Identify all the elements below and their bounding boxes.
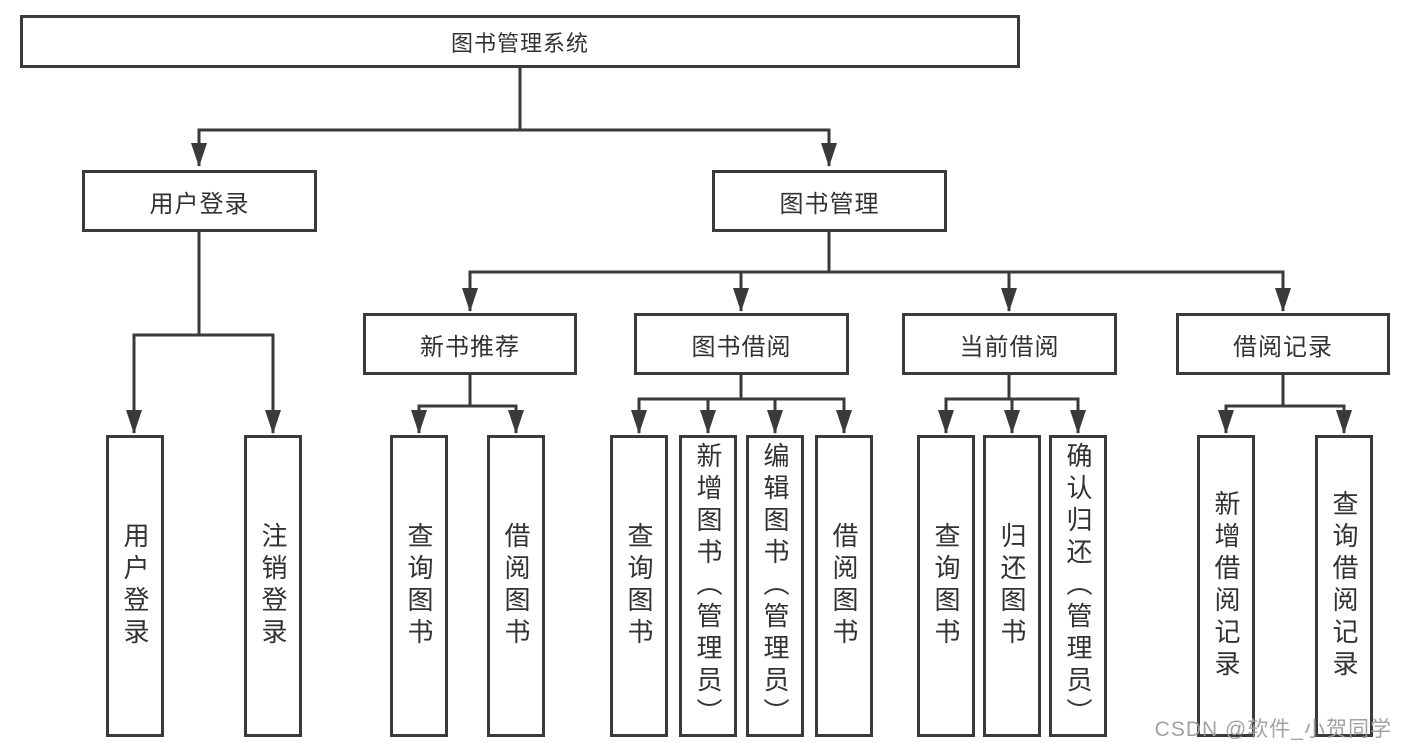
node-label: 新增借阅记录 bbox=[1211, 490, 1241, 682]
node-book-management-group: 图书管理 bbox=[712, 170, 947, 232]
node-label: 查询图书 bbox=[404, 522, 434, 650]
leaf-newrec-query-books: 查询图书 bbox=[390, 435, 448, 737]
node-label: 借阅图书 bbox=[501, 522, 531, 650]
leaf-borrow-edit-books-admin: 编辑图书（管理员） bbox=[746, 435, 804, 737]
leaf-newrec-borrow-books: 借阅图书 bbox=[487, 435, 545, 737]
node-book-borrowing: 图书借阅 bbox=[634, 313, 849, 375]
node-label: 查询借阅记录 bbox=[1329, 490, 1359, 682]
node-label: 查询图书 bbox=[931, 522, 961, 650]
leaf-logout: 注销登录 bbox=[244, 435, 302, 737]
node-new-book-recommend: 新书推荐 bbox=[363, 313, 577, 375]
node-label: 图书借阅 bbox=[691, 333, 792, 361]
leaf-borrow-query-books: 查询图书 bbox=[610, 435, 668, 737]
node-library-management-system: 图书管理系统 bbox=[20, 15, 1020, 68]
node-label: 归还图书 bbox=[997, 522, 1027, 650]
node-label: 用户登录 bbox=[120, 522, 150, 650]
leaf-borrow-borrow-books: 借阅图书 bbox=[815, 435, 873, 737]
node-label: 确认归还（管理员） bbox=[1063, 442, 1093, 730]
node-label: 借阅记录 bbox=[1233, 333, 1333, 361]
leaf-user-login: 用户登录 bbox=[106, 435, 164, 737]
node-current-borrowing: 当前借阅 bbox=[902, 313, 1117, 375]
leaf-current-return-books: 归还图书 bbox=[983, 435, 1041, 737]
node-label: 当前借阅 bbox=[959, 333, 1060, 361]
csdn-watermark: CSDN @软件_小贺同学 bbox=[1154, 718, 1392, 741]
node-label: 新增图书（管理员） bbox=[693, 442, 723, 730]
leaf-records-add-record: 新增借阅记录 bbox=[1197, 435, 1255, 737]
node-label: 编辑图书（管理员） bbox=[760, 442, 790, 730]
node-label: 图书管理 bbox=[779, 190, 880, 218]
node-label: 图书管理系统 bbox=[450, 30, 589, 56]
leaf-borrow-add-books-admin: 新增图书（管理员） bbox=[679, 435, 737, 737]
node-label: 用户登录 bbox=[149, 190, 250, 218]
node-label: 注销登录 bbox=[258, 522, 288, 650]
node-borrowing-records: 借阅记录 bbox=[1176, 313, 1390, 375]
node-label: 新书推荐 bbox=[420, 333, 520, 361]
node-label: 查询图书 bbox=[624, 522, 654, 650]
leaf-records-query-record: 查询借阅记录 bbox=[1315, 435, 1373, 737]
leaf-current-query-books: 查询图书 bbox=[917, 435, 975, 737]
node-label: 借阅图书 bbox=[829, 522, 859, 650]
leaf-current-confirm-return-admin: 确认归还（管理员） bbox=[1049, 435, 1107, 737]
node-user-login-group: 用户登录 bbox=[82, 170, 317, 232]
